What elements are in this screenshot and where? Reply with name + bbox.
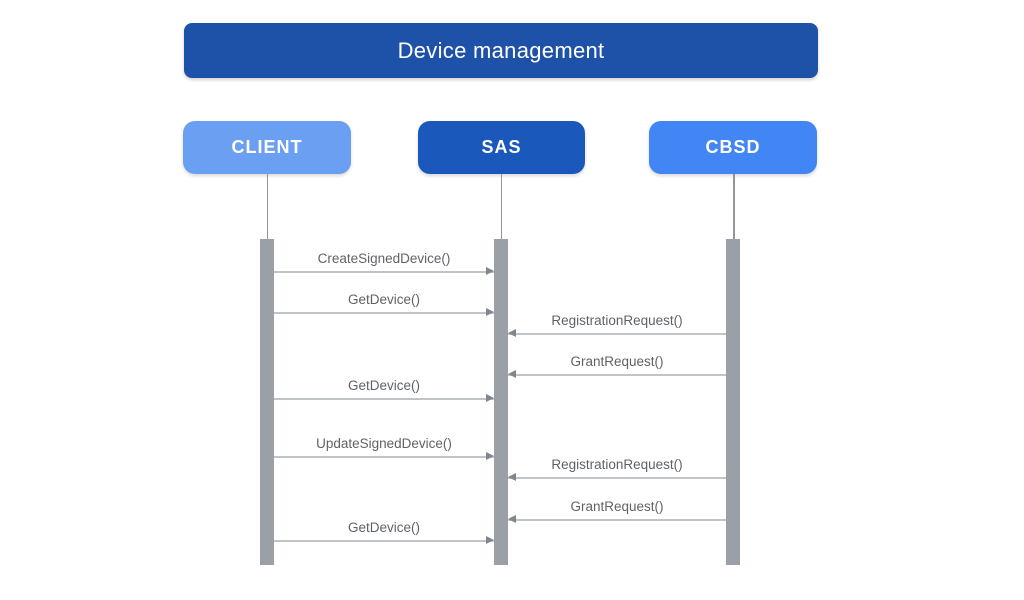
message-line: [274, 271, 494, 273]
actor-client: CLIENT: [183, 121, 351, 174]
arrowhead-icon: [508, 515, 516, 524]
arrowhead-icon: [486, 394, 494, 403]
message-label: GrantRequest(): [570, 354, 664, 369]
message-line: [274, 540, 494, 542]
message-line: [508, 374, 726, 376]
actor-cbsd: CBSD: [649, 121, 817, 174]
arrowhead-icon: [508, 370, 516, 379]
client-lifeline: [266, 174, 268, 239]
message-label: GetDevice(): [347, 378, 421, 393]
actor-sas: SAS: [418, 121, 585, 174]
message-label: GrantRequest(): [570, 499, 664, 514]
arrowhead-icon: [508, 329, 516, 338]
message-line: [274, 398, 494, 400]
message-line: [274, 312, 494, 314]
client-activation-bar: [260, 239, 274, 565]
sas-activation-bar: [494, 239, 508, 565]
message-label: CreateSignedDevice(): [317, 251, 451, 266]
message-line: [508, 519, 726, 521]
arrowhead-icon: [486, 452, 494, 461]
message-label: UpdateSignedDevice(): [316, 436, 452, 451]
diagram-title-label: Device management: [397, 37, 605, 63]
actor-sas-label: SAS: [481, 137, 522, 157]
actor-client-label: CLIENT: [231, 137, 303, 157]
arrowhead-icon: [486, 267, 494, 276]
actor-cbsd-label: CBSD: [705, 137, 761, 157]
message-label: GetDevice(): [347, 520, 421, 535]
message-label: RegistrationRequest(): [551, 457, 683, 472]
message-line: [274, 456, 494, 458]
sas-lifeline: [500, 174, 502, 239]
message-label: RegistrationRequest(): [551, 313, 683, 328]
diagram-title: Device management: [184, 23, 818, 78]
message-line: [508, 333, 726, 335]
cbsd-lifeline: [733, 174, 735, 239]
message-line: [508, 477, 726, 479]
message-label: GetDevice(): [347, 292, 421, 307]
cbsd-activation-bar: [726, 239, 740, 565]
arrowhead-icon: [486, 308, 494, 317]
arrowhead-icon: [486, 536, 494, 545]
arrowhead-icon: [508, 473, 516, 482]
